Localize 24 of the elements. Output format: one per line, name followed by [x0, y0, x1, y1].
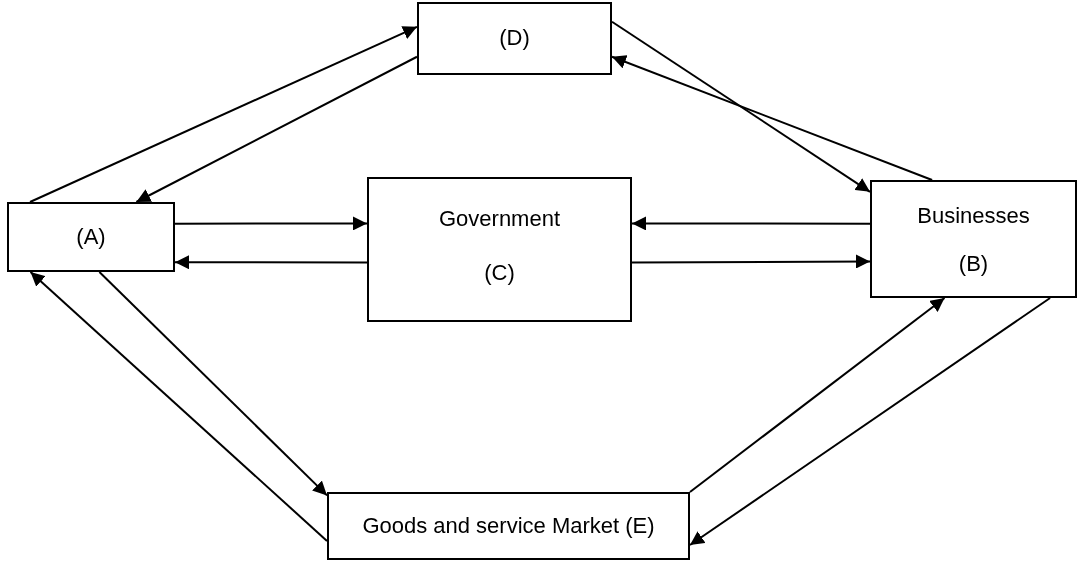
arrow — [611, 20, 871, 193]
node-box — [367, 177, 632, 322]
node-label: (B) — [958, 249, 989, 278]
arrow — [631, 254, 871, 269]
node-box — [417, 2, 612, 75]
node-label: Businesses — [917, 201, 1030, 230]
node-label: Government — [438, 205, 561, 234]
arrow — [174, 216, 368, 231]
node-box — [327, 492, 690, 560]
arrow — [611, 55, 934, 181]
arrow — [631, 216, 871, 231]
node-label: (A) — [76, 222, 106, 251]
arrow — [689, 297, 1052, 547]
node-label: (C) — [484, 258, 515, 287]
arrow — [98, 271, 328, 497]
arrow — [135, 55, 418, 203]
arrow — [29, 271, 328, 542]
node-box — [7, 202, 175, 272]
node-label: Goods and service Market (E) — [362, 511, 655, 540]
arrow — [174, 255, 368, 270]
arrow — [689, 297, 946, 493]
arrow — [29, 25, 418, 203]
node-box — [870, 180, 1077, 298]
node-label: (D) — [499, 24, 530, 53]
